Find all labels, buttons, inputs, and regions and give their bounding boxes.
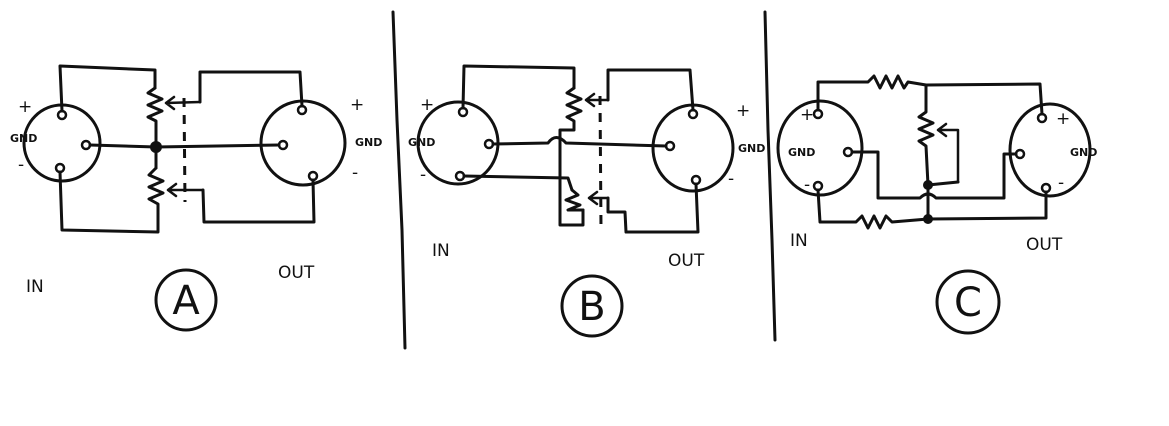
diagram-a-gnd-in: GND xyxy=(10,132,37,145)
diagram-c-letter-circle xyxy=(935,269,1001,335)
diagram-b-gnd-out: GND xyxy=(738,142,765,155)
diagram-a-wire-gnd-in xyxy=(88,143,158,149)
diagram-c-resistor-bottom xyxy=(816,188,930,230)
diagram-a-wire-gnd-out xyxy=(154,143,281,149)
diagram-c: + GND - + GND - IN OUT C xyxy=(776,74,1097,335)
diagram-a-wire-wiper-bottom xyxy=(201,178,316,224)
diagram-a-wire-top xyxy=(58,64,157,113)
diagram-b-wiper-top xyxy=(584,92,610,108)
diagram-b-output-connector xyxy=(651,103,735,193)
diagram-a-junction xyxy=(150,141,162,153)
diagram-a-output-connector xyxy=(259,99,347,187)
diagram-a-plus-out: + xyxy=(350,95,364,115)
diagram-a-out-label: OUT xyxy=(278,263,315,283)
diagram-c-wiper xyxy=(936,122,960,184)
diagram-c-out-label: OUT xyxy=(1026,235,1063,255)
diagram-a-letter: A xyxy=(172,278,200,324)
diagram-b-pot-bottom xyxy=(564,188,585,212)
diagram-a-gnd-out: GND xyxy=(355,136,382,149)
diagram-c-wire-top-out xyxy=(924,82,1044,116)
diagram-b-minus-in: - xyxy=(420,165,426,185)
diagram-b-wire-wiper-bottom xyxy=(606,182,700,234)
diagram-c-letter: C xyxy=(954,280,982,326)
diagram-c-resistor-top xyxy=(816,74,928,112)
diagram-a-plus-in: + xyxy=(18,97,32,117)
diagram-b-gnd-in: GND xyxy=(408,136,435,149)
diagram-b-letter: B xyxy=(578,284,605,330)
diagram-b-wire-wiper-top xyxy=(606,68,695,112)
diagram-b-gang-link xyxy=(598,95,603,229)
diagram-b-plus-in: + xyxy=(420,95,434,115)
diagram-b-wire-top xyxy=(461,64,576,110)
diagram-c-wire-wiper xyxy=(926,180,960,187)
diagram-a-pot-top xyxy=(146,86,164,130)
diagram-c-pot-center xyxy=(917,83,935,187)
diagram-c-plus-out: + xyxy=(1056,109,1070,129)
divider-left xyxy=(391,10,407,350)
diagram-b-minus-out: - xyxy=(728,169,734,189)
diagram-c-plus-in: + xyxy=(800,105,814,125)
diagram-b: + GND - + GND - IN OUT B xyxy=(408,64,765,338)
diagram-a-wire-wiper-top xyxy=(198,70,304,108)
diagram-a-wire-bottom xyxy=(58,170,160,234)
diagram-a: + GND - + GND - IN OUT A xyxy=(10,64,382,332)
diagram-b-in-label: IN xyxy=(432,241,450,261)
diagram-b-out-label: OUT xyxy=(668,251,705,271)
diagram-b-plus-out: + xyxy=(736,101,750,121)
diagram-c-minus-out: - xyxy=(1058,173,1064,193)
diagram-a-in-label: IN xyxy=(26,277,44,297)
diagram-c-gnd-in: GND xyxy=(788,146,815,159)
diagram-b-letter-circle xyxy=(560,274,624,338)
diagram-c-minus-in: - xyxy=(804,175,810,195)
divider-right xyxy=(763,10,777,342)
diagram-c-gnd-out: GND xyxy=(1070,146,1097,159)
diagram-a-pot-bottom xyxy=(147,166,165,214)
diagram-b-wire-gnd xyxy=(491,136,668,148)
diagram-b-pot-top xyxy=(558,86,583,147)
diagram-a-gang-link xyxy=(182,97,187,203)
diagram-b-wiper-bottom xyxy=(587,190,610,206)
diagram-a-minus-in: - xyxy=(18,155,24,175)
diagram-b-wire-center xyxy=(558,143,585,227)
diagram-b-wire-bottom-in xyxy=(462,174,574,192)
diagram-c-in-label: IN xyxy=(790,231,808,251)
diagram-c-wire-gnd xyxy=(850,150,1018,200)
diagram-c-wire-bottom-out xyxy=(926,190,1048,221)
diagram-a-minus-out: - xyxy=(352,163,358,183)
diagram-a-letter-circle xyxy=(154,268,218,332)
